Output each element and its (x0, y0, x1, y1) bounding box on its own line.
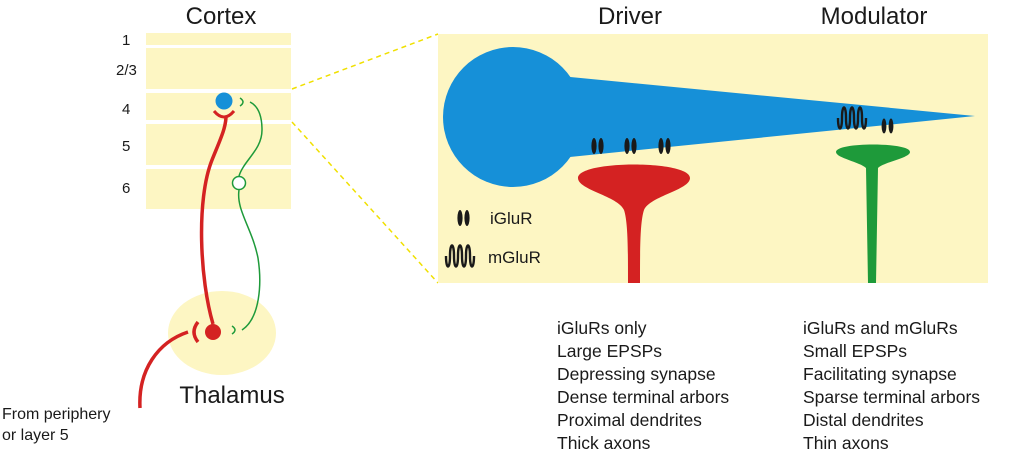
driver-property: Depressing synapse (557, 364, 716, 384)
iglur-receptor (598, 138, 604, 154)
iglur-receptor (591, 138, 597, 154)
modulator-terminal (836, 144, 910, 283)
layer-label-2-3: 2/3 (116, 62, 137, 79)
zoom-line-bottom (291, 121, 439, 284)
modulator-property: iGluRs and mGluRs (803, 318, 958, 338)
thalamic-relay-neuron (205, 324, 221, 340)
input-label-line-1: From periphery (2, 406, 110, 423)
cortex-layer-23-band (146, 48, 291, 89)
driver-property: iGluRs only (557, 318, 647, 338)
mglur-legend-label: mGluR (488, 248, 541, 267)
driver-iglur-group (591, 138, 671, 154)
zoomed-cell-body (443, 47, 583, 187)
modulator-properties-list: iGluRs and mGluRs Small EPSPs Facilitati… (803, 318, 980, 452)
zoomed-dendrite (560, 76, 975, 158)
driver-properties-list: iGluRs only Large EPSPs Depressing synap… (557, 318, 729, 452)
layer4-neuron (215, 92, 233, 110)
layer6-to-layer4-terminal (239, 97, 244, 107)
iglur-legend-icon (457, 210, 463, 226)
driver-property: Large EPSPs (557, 341, 662, 361)
thalamus-region (168, 291, 276, 375)
layer6-to-thalamus-axon (237, 189, 261, 331)
modulator-property: Sparse terminal arbors (803, 387, 980, 407)
driver-property: Dense terminal arbors (557, 387, 729, 407)
layer-label-5: 5 (122, 138, 130, 155)
mglur-legend-icon (444, 244, 476, 268)
iglur-receptor (658, 138, 664, 154)
input-label-line-2: or layer 5 (2, 427, 69, 444)
iglur-legend-icon (464, 210, 470, 226)
driver-axon (199, 115, 228, 325)
thalamic-input-terminal (192, 320, 200, 344)
driver-property: Thick axons (557, 433, 651, 452)
zoom-line-top (291, 33, 439, 90)
layer-label-4: 4 (122, 101, 130, 118)
driver-terminal (578, 164, 690, 283)
iglur-receptor (665, 138, 671, 154)
iglur-receptor (881, 118, 887, 134)
driver-heading: Driver (598, 3, 662, 30)
cortex-layers (146, 33, 291, 209)
peripheral-input-axon (138, 330, 189, 409)
modulator-property: Small EPSPs (803, 341, 907, 361)
cortex-layer-6-band (146, 169, 291, 209)
modulator-heading: Modulator (821, 3, 928, 30)
driver-property: Proximal dendrites (557, 410, 702, 430)
cortex-heading: Cortex (186, 3, 257, 30)
layer-label-1: 1 (122, 32, 130, 49)
thalamus-heading: Thalamus (179, 382, 284, 409)
iglur-receptor (888, 118, 894, 134)
modulator-property: Thin axons (803, 433, 889, 452)
receptor-legend: iGluR mGluR (444, 209, 541, 268)
layer6-to-thalamus-terminal (231, 325, 236, 335)
modulator-mglur (836, 106, 868, 130)
cortex-layer-1-band (146, 33, 291, 45)
iglur-receptor (631, 138, 637, 154)
iglur-receptor (624, 138, 630, 154)
driver-terminal-cortex (212, 109, 236, 119)
modulator-property: Facilitating synapse (803, 364, 957, 384)
layer6-neuron (231, 175, 247, 191)
modulator-property: Distal dendrites (803, 410, 924, 430)
iglur-legend-label: iGluR (490, 209, 533, 228)
layer6-to-layer4-axon (238, 101, 263, 177)
layer-label-6: 6 (122, 180, 130, 197)
